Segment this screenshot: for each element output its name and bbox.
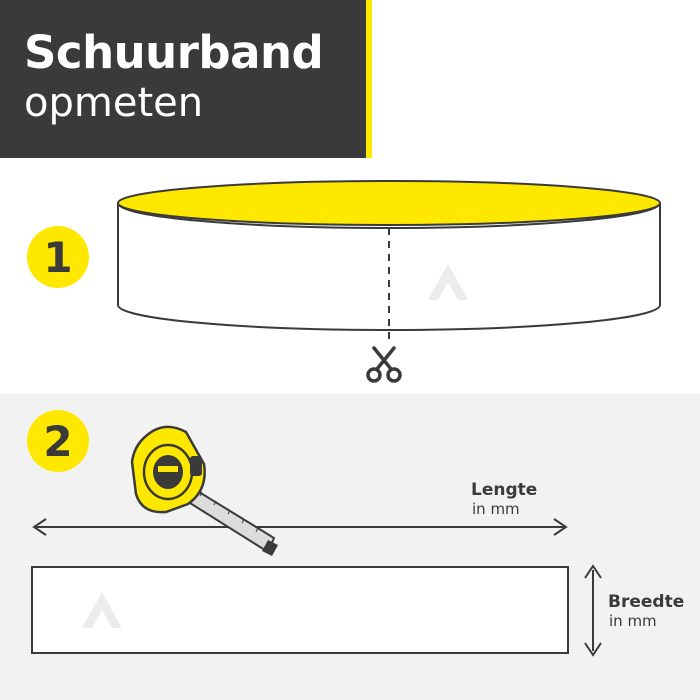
step-2-badge: 2: [27, 410, 89, 472]
flat-strip: [31, 566, 569, 654]
title-sub: opmeten: [24, 80, 204, 126]
width-arrow: [584, 564, 602, 657]
width-unit: in mm: [609, 612, 657, 630]
length-arrow: [32, 518, 568, 536]
watermark-logo: [82, 592, 122, 628]
length-unit: in mm: [472, 500, 520, 518]
title-box: Schuurband opmeten: [0, 0, 372, 158]
sanding-loop: [117, 180, 661, 345]
tape-measure-icon: [130, 425, 278, 556]
title-main: Schuurband: [24, 26, 324, 79]
width-label: Breedte: [608, 592, 685, 612]
length-label: Lengte: [471, 480, 538, 500]
loop-body: [117, 202, 661, 331]
scissors-icon: [366, 346, 402, 383]
watermark-logo: [428, 264, 468, 300]
loop-top-opening: [117, 180, 661, 226]
step-1-badge: 1: [27, 226, 89, 288]
